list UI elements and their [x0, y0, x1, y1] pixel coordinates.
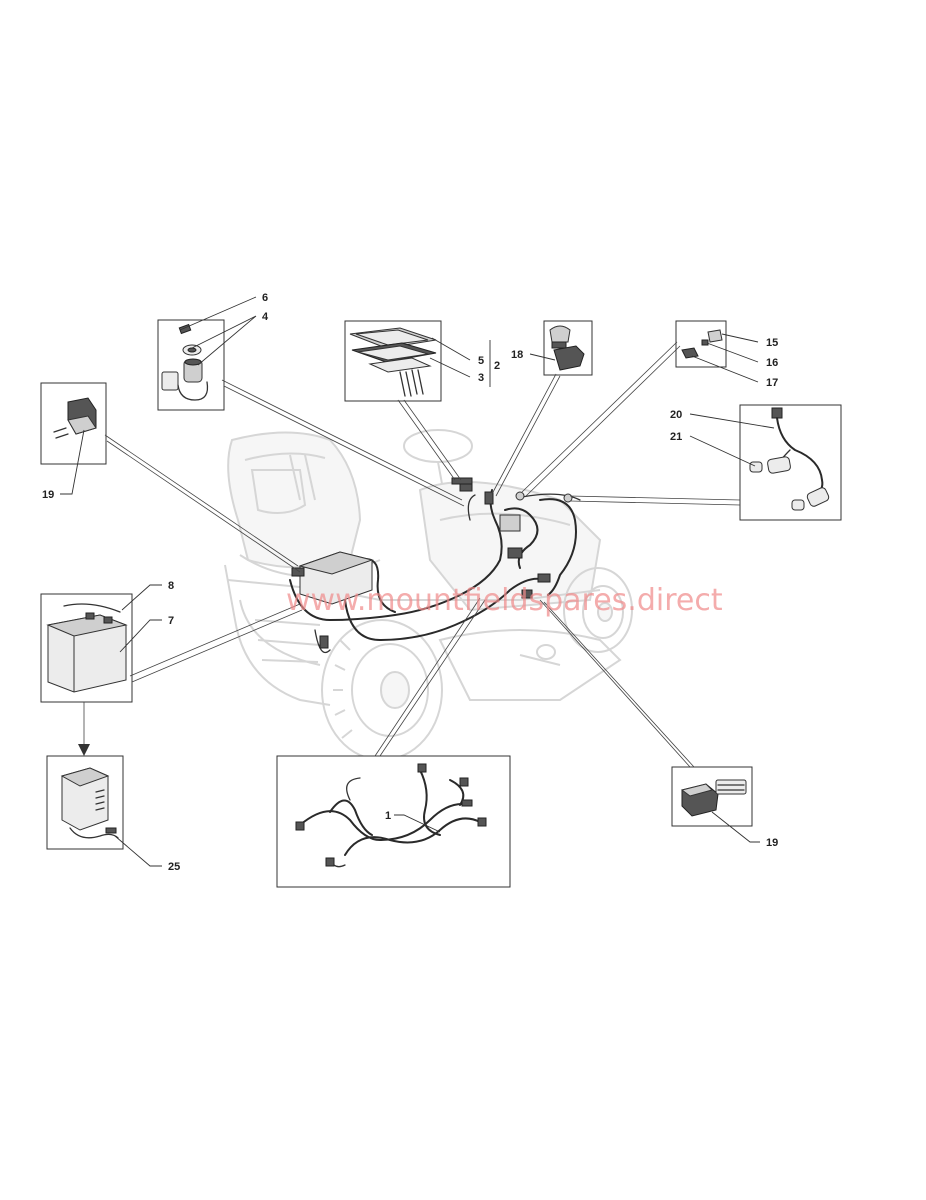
callout-25: 25	[168, 861, 180, 873]
callout-4: 4	[262, 311, 269, 323]
callout-21: 21	[670, 431, 682, 443]
callout-19-right: 19	[766, 837, 778, 849]
wiring-harness-box	[276, 755, 511, 888]
callout-2: 2	[494, 360, 500, 372]
connector-box	[675, 320, 727, 368]
ignition-switch-box	[157, 319, 225, 411]
callout-19-left: 19	[42, 489, 54, 501]
box-leaders	[78, 341, 741, 768]
callout-17: 17	[766, 377, 778, 389]
callout-labels: 6 4 5 2 3 18 15 16 17 20 21 19 8 7 25 1 …	[42, 292, 778, 873]
callout-6: 6	[262, 292, 268, 304]
callout-15: 15	[766, 337, 778, 349]
headlight-box	[739, 404, 842, 521]
callout-1: 1	[385, 810, 391, 822]
rocker-switch-box-left	[40, 382, 107, 465]
rocker-switch-box-right	[671, 766, 753, 827]
callout-20: 20	[670, 409, 682, 421]
callout-5: 5	[478, 355, 484, 367]
pto-switch-box	[543, 320, 593, 376]
dashboard-panel-box	[344, 320, 442, 402]
callout-8: 8	[168, 580, 174, 592]
callout-18: 18	[511, 349, 523, 361]
callout-leaders	[60, 296, 775, 867]
callout-16: 16	[766, 357, 778, 369]
callout-7: 7	[168, 615, 174, 627]
battery-box	[40, 593, 133, 703]
battery-charger-box	[46, 755, 124, 850]
wiring-harness-installed	[289, 477, 581, 654]
arrow-down-icon	[78, 744, 90, 756]
callout-3: 3	[478, 372, 484, 384]
watermark: www.mountfieldspares.direct	[286, 583, 723, 618]
